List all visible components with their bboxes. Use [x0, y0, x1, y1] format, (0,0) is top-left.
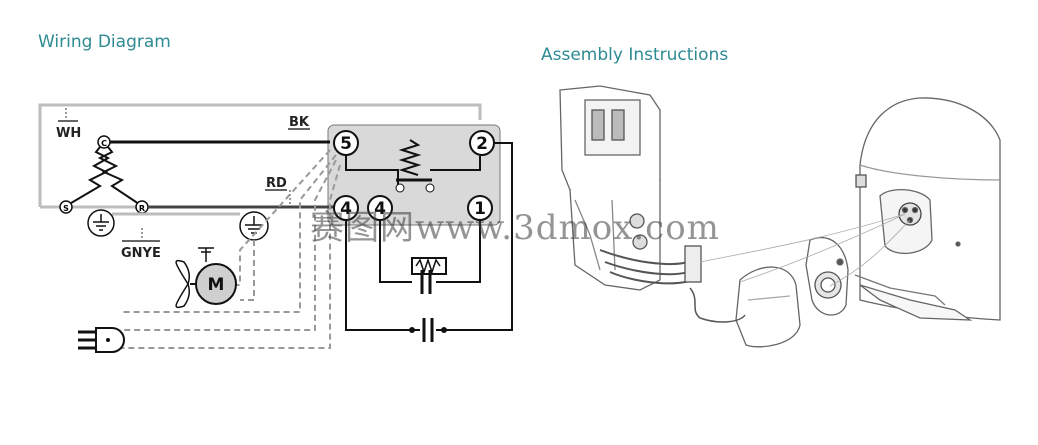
terminal-cover [735, 266, 801, 348]
power-plug [78, 327, 125, 353]
relay-contact-right [425, 183, 435, 193]
terminal-start [59, 200, 73, 214]
terminal-common-label: C [101, 139, 107, 148]
retaining-clip [689, 287, 746, 323]
start-cap-node-right [441, 327, 447, 333]
wire-label-bk: BK [289, 115, 310, 130]
ptc-wire-right [436, 220, 481, 283]
start-cap-node-left [409, 327, 415, 333]
fan-blade-bottom [175, 282, 190, 309]
run-winding [97, 141, 143, 207]
ptc-wire-left [379, 220, 412, 283]
harness-connector [684, 245, 702, 283]
start-cap-wire-left [345, 220, 420, 331]
relay-terminal-5-label: 5 [340, 134, 352, 154]
start-cap-wire-right [436, 142, 513, 331]
wire-label-gnye: GNYE [121, 246, 161, 261]
ptc-resistor [415, 257, 441, 275]
relay-terminal-2-label: 2 [476, 134, 488, 154]
relay-terminal-4a-label: 4 [340, 199, 352, 219]
relay-terminal-1-label: 1 [474, 199, 486, 219]
terminal-common [97, 135, 111, 149]
wiring-diagram-title: Wiring Diagram [38, 32, 171, 52]
relay-terminal-5 [333, 130, 359, 156]
starter-screw-top [629, 213, 645, 229]
watermark-text: 赛图网www.3dmox.com [310, 208, 720, 248]
relay-spring [398, 139, 422, 176]
assembly-illustration [559, 85, 1001, 348]
start-winding [65, 141, 111, 207]
fan-motor-label: M [208, 275, 225, 295]
wire-label-wh: WH [56, 126, 81, 141]
relay-terminal-4b-label: 4 [374, 199, 386, 219]
relay-coil-wire [345, 156, 399, 186]
terminal-start-label: S [63, 204, 69, 213]
assembly-instructions-title: Assembly Instructions [541, 45, 729, 65]
relay-contact-left [395, 183, 405, 193]
wire-label-rd: RD [266, 176, 287, 191]
compressor-tab [855, 174, 867, 188]
fan-motor: M [175, 247, 237, 309]
starter-screw-bottom [632, 234, 648, 250]
frame-wire [38, 103, 482, 207]
ground-symbol-right [239, 211, 269, 241]
fan-blade-top [175, 259, 190, 286]
terminal-run-label: R [139, 204, 145, 213]
ground-symbol-left [87, 209, 115, 237]
relay-contact-wire [430, 156, 481, 171]
